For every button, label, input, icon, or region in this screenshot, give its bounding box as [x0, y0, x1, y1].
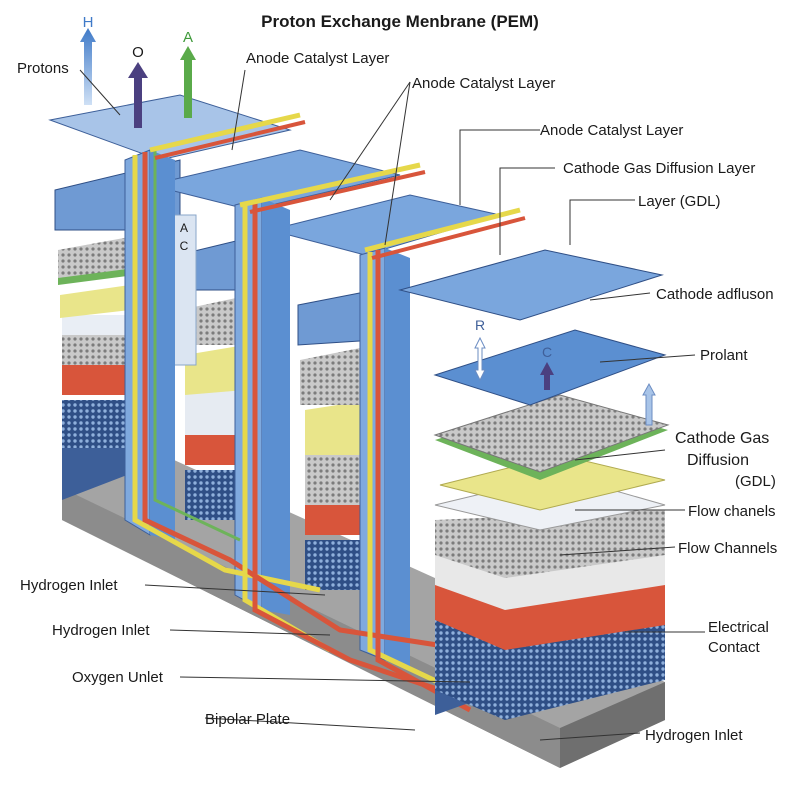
leader-lines [79, 69, 705, 741]
air-arrow-icon [180, 46, 196, 118]
diffusion-label: Diffusion [687, 452, 749, 469]
double-arrow-icon [474, 336, 486, 382]
electrical-label: Electrical [708, 619, 769, 636]
hydrogen-inlet-label-3: Hydrogen Inlet [645, 727, 743, 744]
a-letter: A [183, 29, 193, 46]
contact-label: Contact [708, 639, 761, 656]
bipolar-plate-label: Bipolar Plate [205, 711, 290, 728]
cathode-gas-label: Cathode Gas [675, 430, 769, 447]
flow-channels-label: Flow Channels [678, 540, 777, 557]
hydrogen-inlet-label-2: Hydrogen Inlet [52, 622, 150, 639]
output-arrows [80, 28, 656, 426]
oxygen-unlet-label: Oxygen Unlet [72, 669, 164, 686]
oxygen-arrow-icon [128, 62, 148, 128]
r-letter: R [475, 317, 485, 333]
c-letter: C [542, 344, 552, 360]
protons-label: Protons [17, 60, 69, 77]
anode-catalyst-label-1: Anode Catalyst Layer [246, 50, 389, 67]
cathode-arrow-icon [540, 362, 554, 390]
h-letter: H [83, 14, 94, 31]
right-cell-stack [398, 249, 670, 720]
layer-gdl-label: Layer (GDL) [638, 193, 721, 210]
prolant-label: Prolant [700, 347, 748, 364]
gdl-label: (GDL) [735, 473, 776, 490]
center-cell-stack [269, 194, 502, 590]
diagram-title: Proton Exchange Menbrane (PEM) [261, 12, 539, 31]
prolant-arrow-icon [642, 382, 656, 426]
flow-chanels-label: Flow chanels [688, 503, 776, 520]
anode-catalyst-label-3: Anode Catalyst Layer [540, 122, 683, 139]
anode-catalyst-label-2: Anode Catalyst Layer [412, 75, 555, 92]
c-mid-letter: C [180, 239, 189, 253]
a-mid-letter: A [180, 221, 188, 235]
hydrogen-inlet-label-1: Hydrogen Inlet [20, 577, 118, 594]
hydrogen-arrow-icon [80, 28, 96, 105]
cathode-gdl-label: Cathode Gas Diffusion Layer [563, 160, 755, 177]
cathode-adfluson-label: Cathode adfluson [656, 286, 774, 303]
o-letter: O [132, 44, 144, 61]
